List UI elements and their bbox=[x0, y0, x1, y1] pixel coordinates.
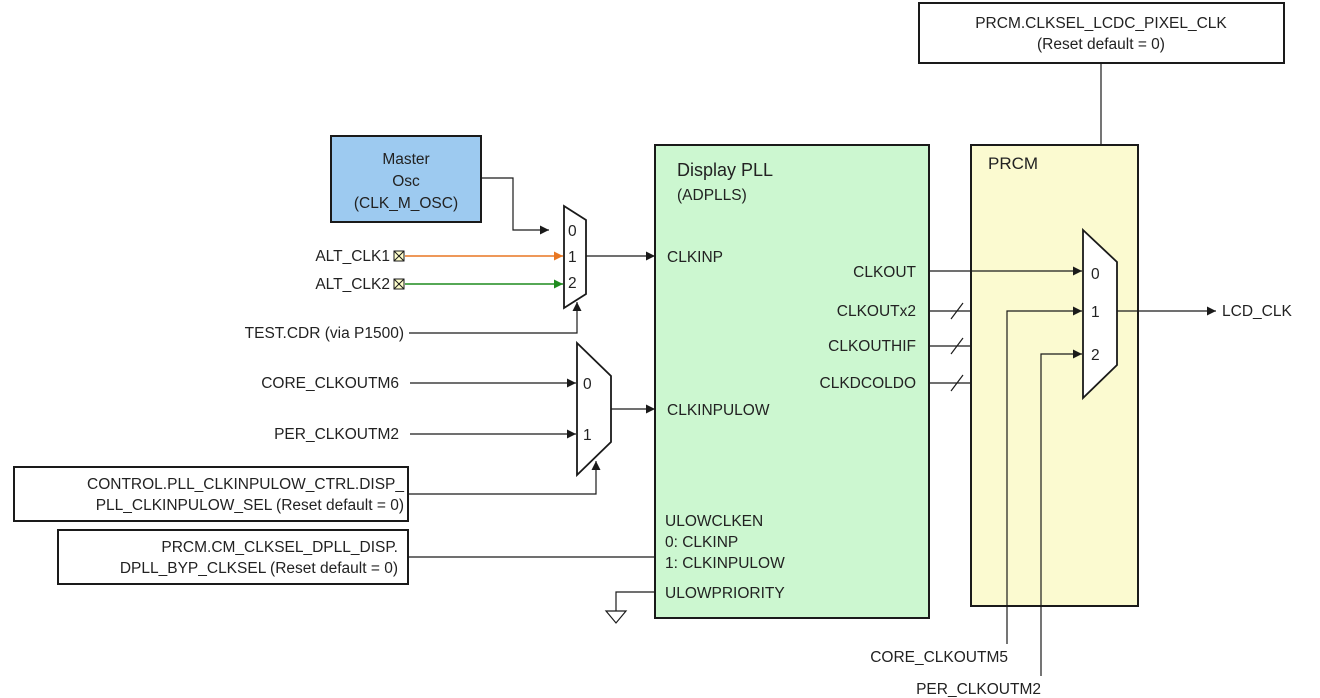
pll-subtitle: (ADPLLS) bbox=[677, 187, 747, 204]
lcd-clk-mux-body bbox=[1082, 227, 1118, 401]
clkinp-mux: 0 1 2 bbox=[563, 204, 587, 310]
alt-clk2-label: ALT_CLK2 bbox=[315, 276, 390, 293]
lcd-clk-mux-input-1: 1 bbox=[1091, 304, 1100, 321]
clkinpulow-mux-input-1: 1 bbox=[583, 427, 592, 444]
prcm-block: PRCM bbox=[970, 144, 1139, 607]
master-osc-block: Master Osc (CLK_M_OSC) bbox=[330, 135, 482, 223]
clkinp-mux-input-2: 2 bbox=[568, 275, 577, 292]
display-pll-block: Display PLL (ADPLLS) CLKINP CLKINPULOW C… bbox=[654, 144, 930, 619]
clkdcoldo-bus-mark bbox=[950, 374, 964, 392]
pll-port-clkouthif: CLKOUTHIF bbox=[828, 338, 916, 355]
pll-port-clkout: CLKOUT bbox=[853, 264, 916, 281]
osc-label-line1: Master bbox=[382, 151, 429, 168]
lcdc-register-name: PRCM.CLKSEL_LCDC_PIXEL_CLK bbox=[975, 15, 1227, 32]
byp-register-name: PRCM.CM_CLKSEL_DPLL_DISP. bbox=[161, 539, 398, 556]
clkinp-mux-body bbox=[563, 204, 587, 310]
lcd-clk-mux: 0 1 2 bbox=[1082, 227, 1118, 401]
test-cdr-select-wire bbox=[409, 302, 582, 334]
clkinp-mux-input-1: 1 bbox=[568, 249, 577, 266]
pll-port-ulowclken: ULOWCLKEN bbox=[665, 513, 763, 530]
clkinpulow-mux: 0 1 bbox=[576, 340, 612, 478]
ground-icon bbox=[604, 610, 628, 624]
osc-label-line3: (CLK_M_OSC) bbox=[354, 195, 458, 212]
ctrl-select-wire bbox=[408, 461, 601, 495]
dpll-byp-clksel-register: PRCM.CM_CLKSEL_DPLL_DISP. DPLL_BYP_CLKSE… bbox=[57, 529, 409, 585]
ulowpriority-wire bbox=[615, 591, 655, 611]
ctrl-register-name: CONTROL.PLL_CLKINPULOW_CTRL.DISP_ bbox=[87, 476, 404, 493]
lcdc-pixel-clk-register: PRCM.CLKSEL_LCDC_PIXEL_CLK (Reset defaul… bbox=[918, 2, 1285, 64]
core-clkoutm5-wire bbox=[1006, 306, 1082, 644]
core-clkoutm5-label: CORE_CLKOUTM5 bbox=[870, 649, 1008, 666]
pll-port-clkdcoldo: CLKDCOLDO bbox=[820, 375, 916, 392]
alt-clk1-label: ALT_CLK1 bbox=[315, 248, 390, 265]
clkoutx2-bus-mark bbox=[950, 302, 964, 320]
per-clkoutm2-label: PER_CLKOUTM2 bbox=[274, 426, 399, 443]
pll-clkinpulow-ctrl-register: CONTROL.PLL_CLKINPULOW_CTRL.DISP_ PLL_CL… bbox=[13, 466, 409, 522]
pll-title: Display PLL bbox=[677, 160, 773, 180]
clkinpulow-mux-body bbox=[576, 340, 612, 478]
lcdc-register-default: (Reset default = 0) bbox=[1037, 36, 1165, 53]
osc-to-mux-wire bbox=[481, 177, 549, 235]
pll-ulowclken-option-0: 0: CLKINP bbox=[665, 534, 738, 551]
osc-label-line2: Osc bbox=[392, 173, 420, 190]
ctrl-register-default: PLL_CLKINPULOW_SEL (Reset default = 0) bbox=[96, 497, 404, 514]
per-clkoutm2-bottom-wire bbox=[1040, 349, 1082, 676]
alt-clk2-pin-icon bbox=[393, 278, 405, 290]
core-clkoutm6-label: CORE_CLKOUTM6 bbox=[261, 375, 399, 392]
prcm-title: PRCM bbox=[988, 154, 1038, 173]
lcd-clk-label: LCD_CLK bbox=[1222, 303, 1292, 320]
per-clkoutm2-bottom-label: PER_CLKOUTM2 bbox=[916, 681, 1041, 698]
pll-ulowclken-option-1: 1: CLKINPULOW bbox=[665, 555, 785, 572]
pll-port-clkoutx2: CLKOUTx2 bbox=[837, 303, 916, 320]
pll-port-ulowpriority: ULOWPRIORITY bbox=[665, 585, 785, 602]
pll-port-clkinpulow: CLKINPULOW bbox=[667, 402, 770, 419]
lcd-clk-mux-input-2: 2 bbox=[1091, 347, 1100, 364]
clkinp-mux-input-0: 0 bbox=[568, 223, 577, 240]
clkouthif-bus-mark bbox=[950, 337, 964, 355]
test-cdr-label: TEST.CDR (via P1500) bbox=[245, 325, 404, 342]
lcd-clk-mux-input-0: 0 bbox=[1091, 266, 1100, 283]
alt-clk1-pin-icon bbox=[393, 250, 405, 262]
byp-register-default: DPLL_BYP_CLKSEL (Reset default = 0) bbox=[120, 560, 398, 577]
clkinpulow-mux-input-0: 0 bbox=[583, 376, 592, 393]
pll-port-clkinp: CLKINP bbox=[667, 249, 723, 266]
